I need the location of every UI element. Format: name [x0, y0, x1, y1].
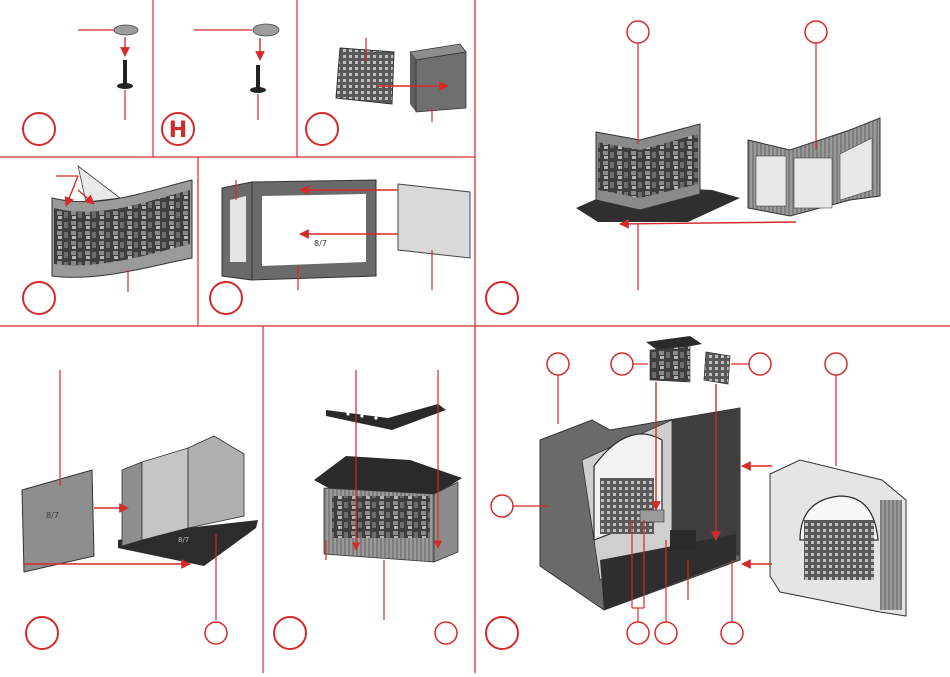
panel-8 [274, 370, 462, 649]
callout-circle [547, 353, 569, 375]
glass-pane-icon [78, 166, 120, 202]
hall-icon [540, 408, 906, 616]
panel-7: 8/7 8/7 [22, 370, 258, 649]
panel-1 [23, 25, 138, 145]
callout-circle [205, 622, 227, 644]
part-mark: 8/7 [46, 511, 59, 520]
roof-trim-icon [326, 404, 446, 430]
frame-icon: 8/7 [222, 180, 376, 280]
callout-circle [825, 353, 847, 375]
step-circle [23, 282, 55, 314]
part-mark: 8/7 [314, 239, 327, 248]
callout-circle [655, 622, 677, 644]
panel-4 [23, 166, 192, 314]
step-circle [23, 113, 55, 145]
panel-3 [306, 38, 466, 145]
step-label: H [169, 118, 187, 143]
callout-circle [805, 21, 827, 43]
window-grid-icon [704, 352, 730, 384]
callout-circle [491, 495, 513, 517]
callout-circle [627, 622, 649, 644]
panel-5: 8/7 [210, 180, 470, 314]
panel-9 [486, 336, 906, 649]
kiosk-icon [314, 456, 462, 562]
poster-wall-icon [52, 180, 192, 277]
panel-2: H [162, 24, 279, 145]
box-block-icon [410, 44, 466, 112]
callout-circle [435, 622, 457, 644]
step-circle [274, 617, 306, 649]
kiosk-icon [576, 124, 740, 222]
kiosk-icon [646, 336, 702, 382]
callout-circle [749, 353, 771, 375]
window-grid-icon [336, 48, 394, 104]
step-circle [486, 617, 518, 649]
callout-circle [627, 21, 649, 43]
step-circle [306, 113, 338, 145]
step-circle [210, 282, 242, 314]
step-circle [26, 617, 58, 649]
panel-6 [486, 21, 880, 314]
part-mark: 8/7 [178, 536, 189, 544]
lamp-post-icon [250, 24, 279, 93]
step-circle [486, 282, 518, 314]
corner-room-icon: 8/7 [118, 436, 258, 566]
callout-circle [721, 622, 743, 644]
frame-icon [748, 118, 880, 216]
glass-pane-icon [398, 184, 470, 258]
lamp-post-icon [114, 25, 138, 89]
wall-panel-icon: 8/7 [22, 470, 94, 572]
callout-circle [611, 353, 633, 375]
